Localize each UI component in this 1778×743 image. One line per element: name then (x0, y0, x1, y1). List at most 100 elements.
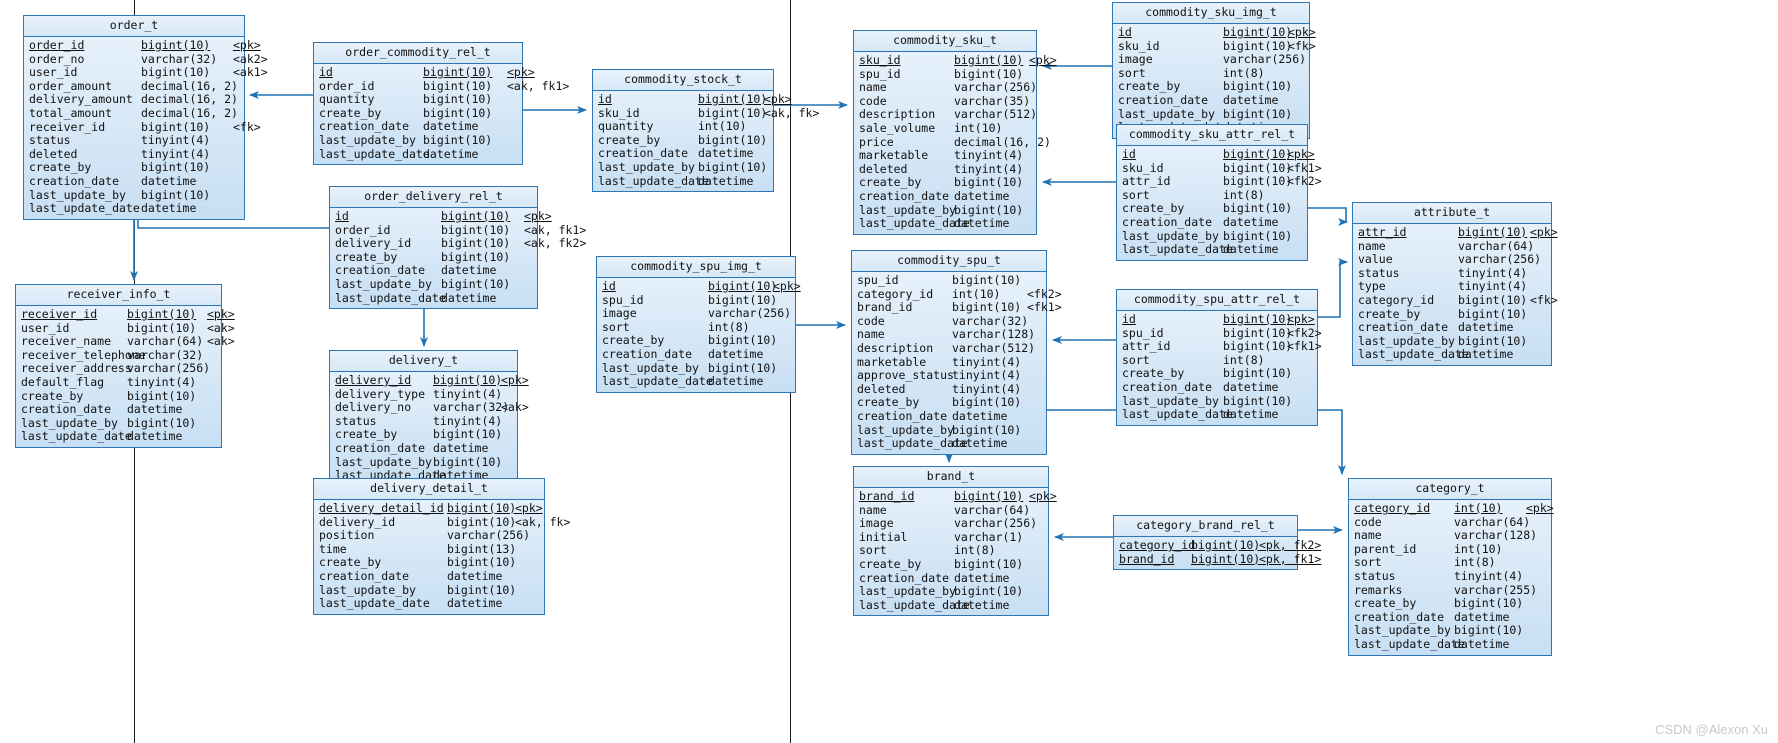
attribute-name: create_by (335, 249, 398, 264)
attribute-type: bigint(10) (127, 415, 197, 430)
attribute-name: quantity (598, 119, 654, 134)
attribute-name: category_id (1358, 292, 1435, 307)
attribute-type: int(8) (954, 543, 996, 558)
attribute-type: bigint(10) (423, 78, 493, 93)
attribute-name: last_update_by (859, 584, 956, 599)
attribute-type: int(10) (698, 119, 747, 134)
attribute-key-annotation: <pk> (207, 307, 235, 321)
attribute-type: bigint(10) (1458, 333, 1528, 348)
attribute-key-annotation: <ak, fk2> (524, 236, 587, 251)
attribute-name: code (857, 313, 885, 328)
attribute-name: receiver_id (21, 307, 98, 321)
attribute-name: last_update_date (335, 290, 446, 305)
attribute-type: bigint(10) (698, 159, 768, 174)
attribute-key-annotation: <ak> (501, 400, 529, 415)
attribute-name: brand_id (859, 489, 915, 503)
attribute-name: create_by (1122, 366, 1185, 381)
attribute-name: position (319, 528, 375, 543)
attribute-name: create_by (335, 427, 398, 442)
attribute-name: sku_id (598, 105, 640, 120)
attribute-name: create_by (859, 175, 922, 190)
attribute-key-annotation: <ak, fk1> (524, 222, 587, 237)
entity-title-commodity_sku_img_t: commodity_sku_img_t (1113, 3, 1309, 24)
attribute-name: deleted (859, 161, 908, 176)
attribute-name: sort (1354, 555, 1382, 570)
attribute-name: image (602, 306, 637, 321)
attribute-name: last_update_by (859, 202, 956, 217)
attribute-name: id (1118, 25, 1132, 39)
attribute-name: code (1354, 514, 1382, 529)
attribute-type: bigint(10) (441, 249, 511, 264)
attribute-key-annotation: <pk> (1287, 147, 1315, 161)
attribute-key-annotation: <pk> (764, 92, 792, 106)
entity-title-order_commodity_rel_t: order_commodity_rel_t (314, 43, 522, 64)
attribute-type: bigint(10) (1191, 551, 1261, 566)
attribute-type: int(10) (954, 120, 1003, 135)
attribute-type: bigint(10) (127, 320, 197, 335)
attribute-name: last_update_by (602, 360, 699, 375)
attribute-name: creation_date (335, 263, 426, 278)
attribute-type: datetime (127, 429, 183, 444)
attribute-name: delivery_id (319, 514, 396, 529)
attribute-name: type (1358, 279, 1386, 294)
entity-title-receiver_info_t: receiver_info_t (16, 285, 221, 306)
attribute-key-annotation: <fk1> (1287, 339, 1322, 354)
attribute-key-annotation: <fk> (1530, 292, 1558, 307)
attribute-type: bigint(10) (1223, 325, 1293, 340)
attribute-type: bigint(10) (141, 187, 211, 202)
attribute-type: bigint(10) (1458, 292, 1528, 307)
attribute-row: category_id bigint(10)<fk> (1358, 292, 1558, 308)
watermark: CSDN @Alexon Xu (1655, 722, 1768, 737)
attribute-name: create_by (1354, 596, 1417, 611)
attribute-name: order_id (29, 38, 85, 52)
attribute-name: category_id (1119, 538, 1196, 552)
attribute-name: create_by (1118, 79, 1181, 94)
attribute-name: delivery_no (335, 400, 412, 415)
attribute-type: tinyint(4) (141, 146, 211, 161)
attribute-type: varchar(256) (708, 306, 792, 321)
